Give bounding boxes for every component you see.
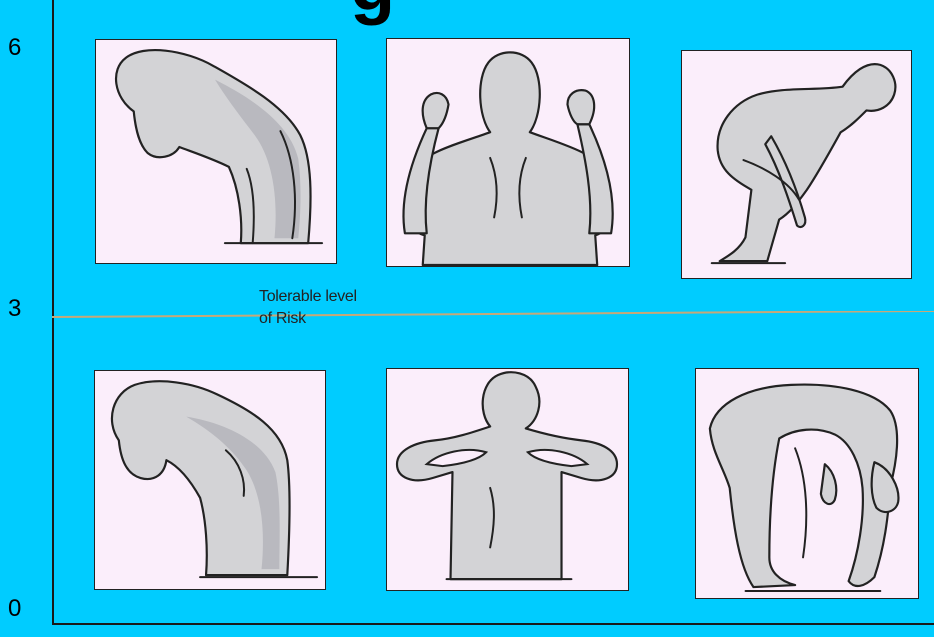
head-bent-forward-mild-figure-icon bbox=[95, 371, 325, 589]
y-tick-0: 0 bbox=[8, 595, 21, 623]
risk-threshold-line bbox=[52, 311, 934, 319]
posture-panel-5 bbox=[386, 368, 629, 591]
risk-label-line2: of Risk bbox=[259, 308, 357, 330]
deep-squat-figure-icon bbox=[682, 51, 911, 278]
x-axis bbox=[52, 623, 934, 625]
posture-panel-4 bbox=[94, 370, 326, 590]
risk-label-line1: Tolerable level bbox=[259, 286, 357, 308]
hands-behind-head-figure-icon bbox=[387, 369, 628, 590]
full-forward-bend-figure-icon bbox=[696, 369, 918, 598]
head-bent-forward-figure-icon bbox=[96, 40, 336, 263]
posture-panel-6 bbox=[695, 368, 919, 599]
risk-threshold-label: Tolerable level of Risk bbox=[259, 286, 357, 330]
posture-panel-1 bbox=[95, 39, 337, 264]
posture-panel-3 bbox=[681, 50, 912, 279]
posture-panel-2 bbox=[386, 38, 630, 267]
arms-raised-figure-icon bbox=[387, 39, 629, 266]
y-tick-3: 3 bbox=[8, 295, 21, 323]
y-tick-6: 6 bbox=[8, 34, 21, 62]
page-title: g bbox=[350, 0, 394, 27]
